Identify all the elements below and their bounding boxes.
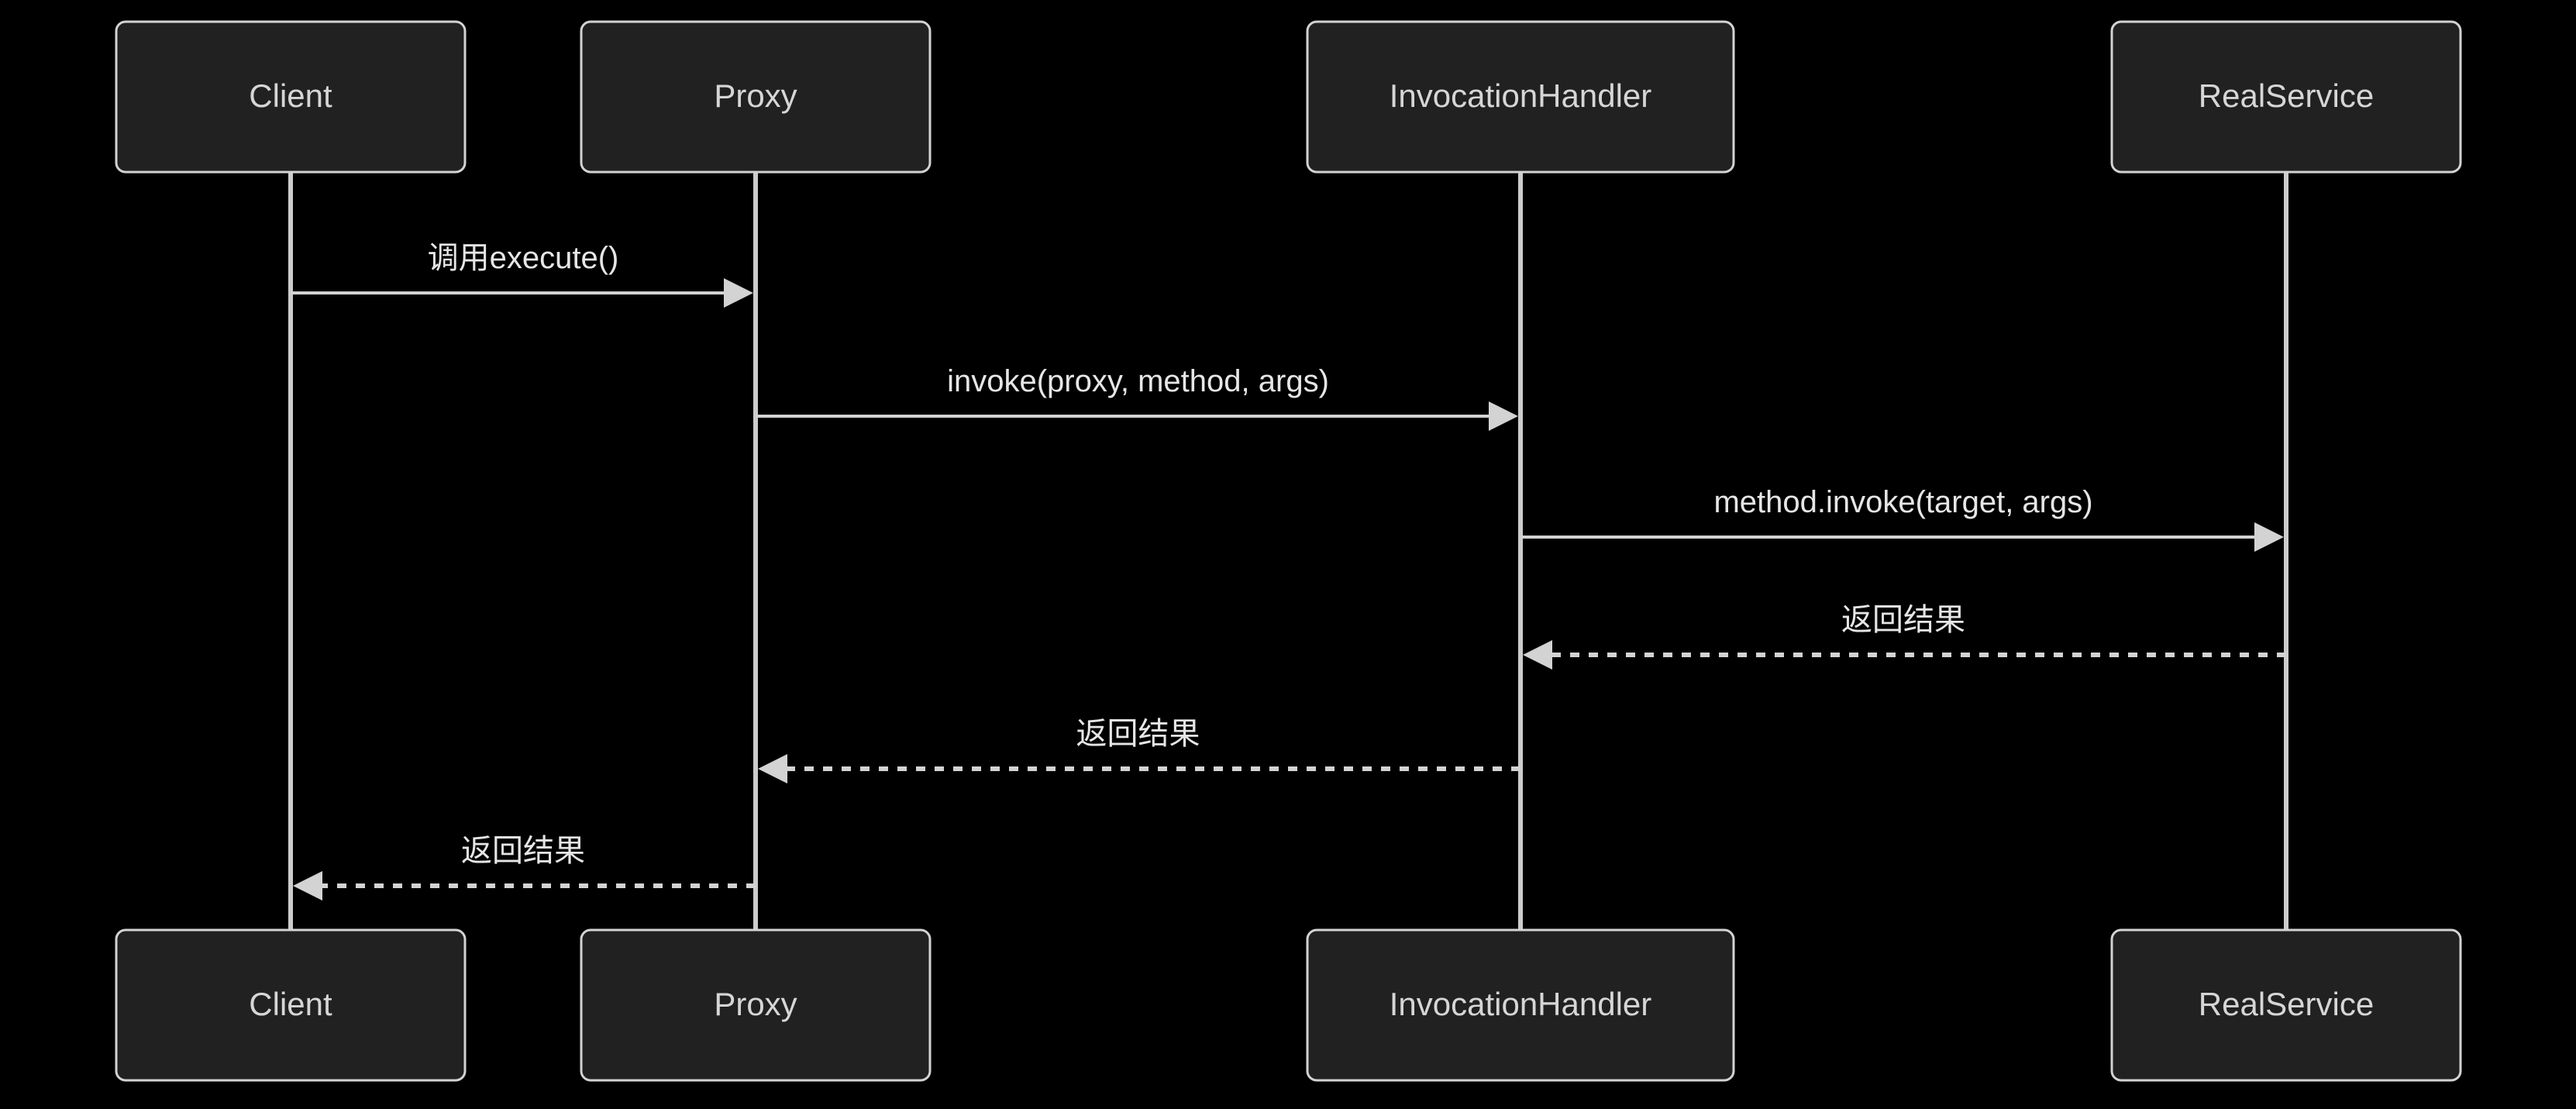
participant-box <box>115 928 467 1082</box>
message-label: 返回结果 <box>461 834 585 868</box>
participant-bottom-invocation_handler[interactable]: InvocationHandler <box>1306 928 1735 1082</box>
participant-box <box>2110 928 2462 1082</box>
participant-box <box>580 20 932 174</box>
participant-top-proxy[interactable]: Proxy <box>580 20 932 174</box>
message-label: method.invoke(target, args) <box>1713 485 2092 519</box>
participant-label: InvocationHandler <box>1390 77 1652 114</box>
lifelines-layer <box>288 172 2288 930</box>
message-3-invocation_handler-to-real_service[interactable]: method.invoke(target, args) <box>1520 485 2284 552</box>
messages-layer: 调用execute() invoke(proxy, method, args) me… <box>291 241 2286 901</box>
message-label: invoke(proxy, method, args) <box>947 364 1329 398</box>
participant-top-client[interactable]: Client <box>115 20 467 174</box>
top-participant-boxes: Client Proxy InvocationHandler RealService <box>115 20 2462 174</box>
message-5-invocation_handler-to-proxy[interactable]: 返回结果 <box>758 717 1520 784</box>
participant-bottom-client[interactable]: Client <box>115 928 467 1082</box>
message-arrowhead <box>724 278 753 308</box>
participant-label: RealService <box>2199 77 2374 114</box>
message-arrowhead <box>1523 640 1552 670</box>
participant-top-real_service[interactable]: RealService <box>2110 20 2462 174</box>
message-arrowhead <box>1489 401 1518 431</box>
message-2-proxy-to-invocation_handler[interactable]: invoke(proxy, method, args) <box>756 364 1518 431</box>
participant-label: RealService <box>2199 986 2374 1022</box>
participant-label: Proxy <box>714 77 797 114</box>
bottom-participant-boxes: Client Proxy InvocationHandler RealService <box>115 928 2462 1082</box>
message-arrowhead <box>2254 522 2284 552</box>
message-label: 返回结果 <box>1841 603 1965 637</box>
participant-label: InvocationHandler <box>1390 986 1652 1022</box>
participant-box <box>115 20 467 174</box>
participant-box <box>2110 20 2462 174</box>
message-arrowhead <box>293 871 322 901</box>
participant-label: Client <box>249 986 332 1022</box>
participant-box <box>1306 20 1735 174</box>
participant-box <box>580 928 932 1082</box>
participant-bottom-real_service[interactable]: RealService <box>2110 928 2462 1082</box>
participant-box <box>1306 928 1735 1082</box>
participant-label: Proxy <box>714 986 797 1022</box>
message-label: 返回结果 <box>1076 717 1200 751</box>
participant-top-invocation_handler[interactable]: InvocationHandler <box>1306 20 1735 174</box>
message-label: 调用execute() <box>428 241 619 275</box>
message-4-real_service-to-invocation_handler[interactable]: 返回结果 <box>1523 603 2286 670</box>
message-arrowhead <box>758 754 787 784</box>
message-1-client-to-proxy[interactable]: 调用execute() <box>291 241 753 308</box>
participant-label: Client <box>249 77 332 114</box>
participant-bottom-proxy[interactable]: Proxy <box>580 928 932 1082</box>
message-6-proxy-to-client[interactable]: 返回结果 <box>293 834 756 901</box>
